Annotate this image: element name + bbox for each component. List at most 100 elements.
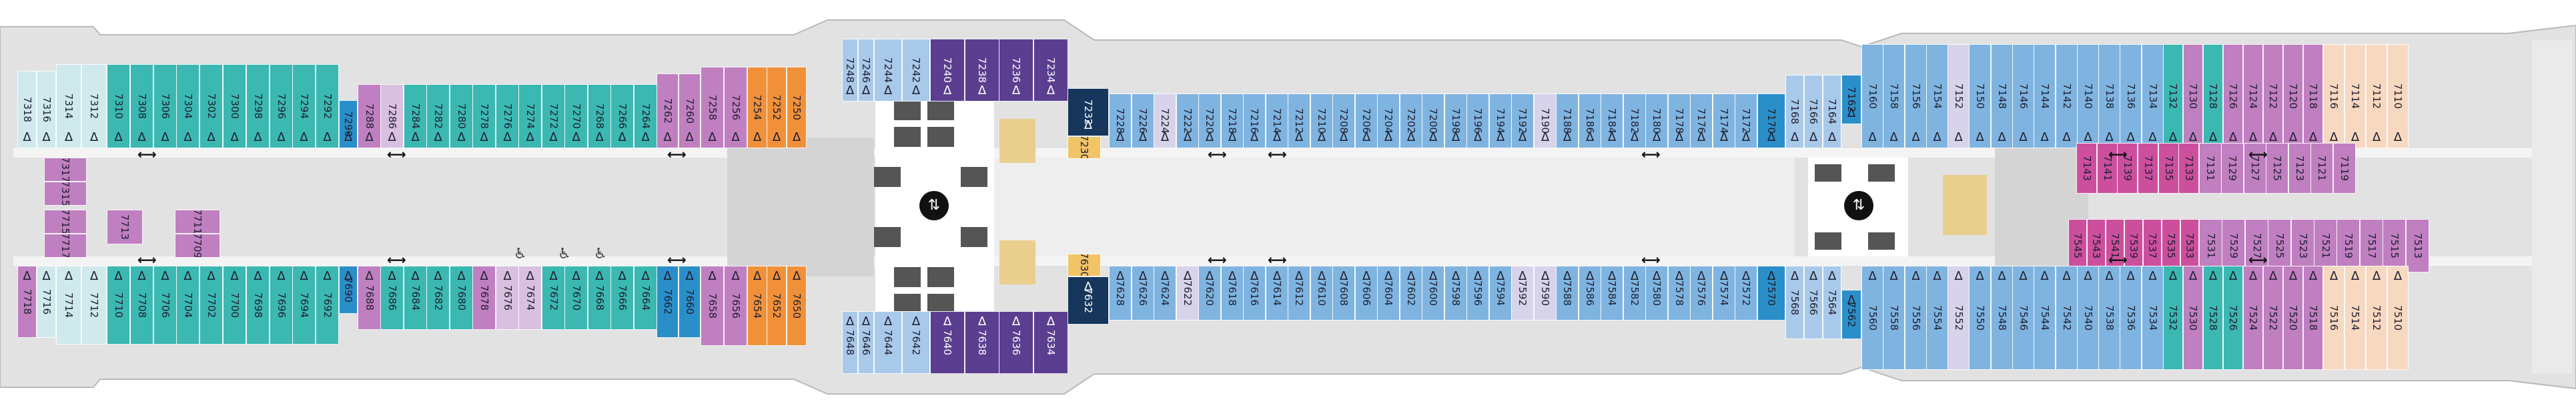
- cabin-7523[interactable]: 7523: [2291, 219, 2314, 272]
- cabin-7715[interactable]: 7715: [44, 210, 87, 234]
- cabin-7711[interactable]: 7711: [175, 210, 220, 234]
- cabin-7709[interactable]: 7709: [175, 234, 220, 258]
- cabin-7630[interactable]: 7630: [1067, 254, 1101, 276]
- cabin-7533[interactable]: 7533: [2180, 219, 2199, 272]
- cabin-7541[interactable]: 7541: [2106, 219, 2124, 272]
- cabin-7317[interactable]: 7317: [44, 158, 87, 182]
- cabin-7537[interactable]: 7537: [2143, 219, 2162, 272]
- cabin-7139[interactable]: 7139: [2117, 143, 2138, 194]
- cabin-7713[interactable]: 7713: [107, 210, 143, 244]
- cabin-7535[interactable]: 7535: [2162, 219, 2180, 272]
- cabin-7137[interactable]: 7137: [2138, 143, 2158, 194]
- cabin-7517[interactable]: 7517: [2360, 219, 2383, 272]
- cabin-7717[interactable]: 7717: [44, 234, 87, 258]
- cabin-7131[interactable]: 7131: [2199, 143, 2222, 194]
- cabin-7119[interactable]: 7119: [2333, 143, 2356, 194]
